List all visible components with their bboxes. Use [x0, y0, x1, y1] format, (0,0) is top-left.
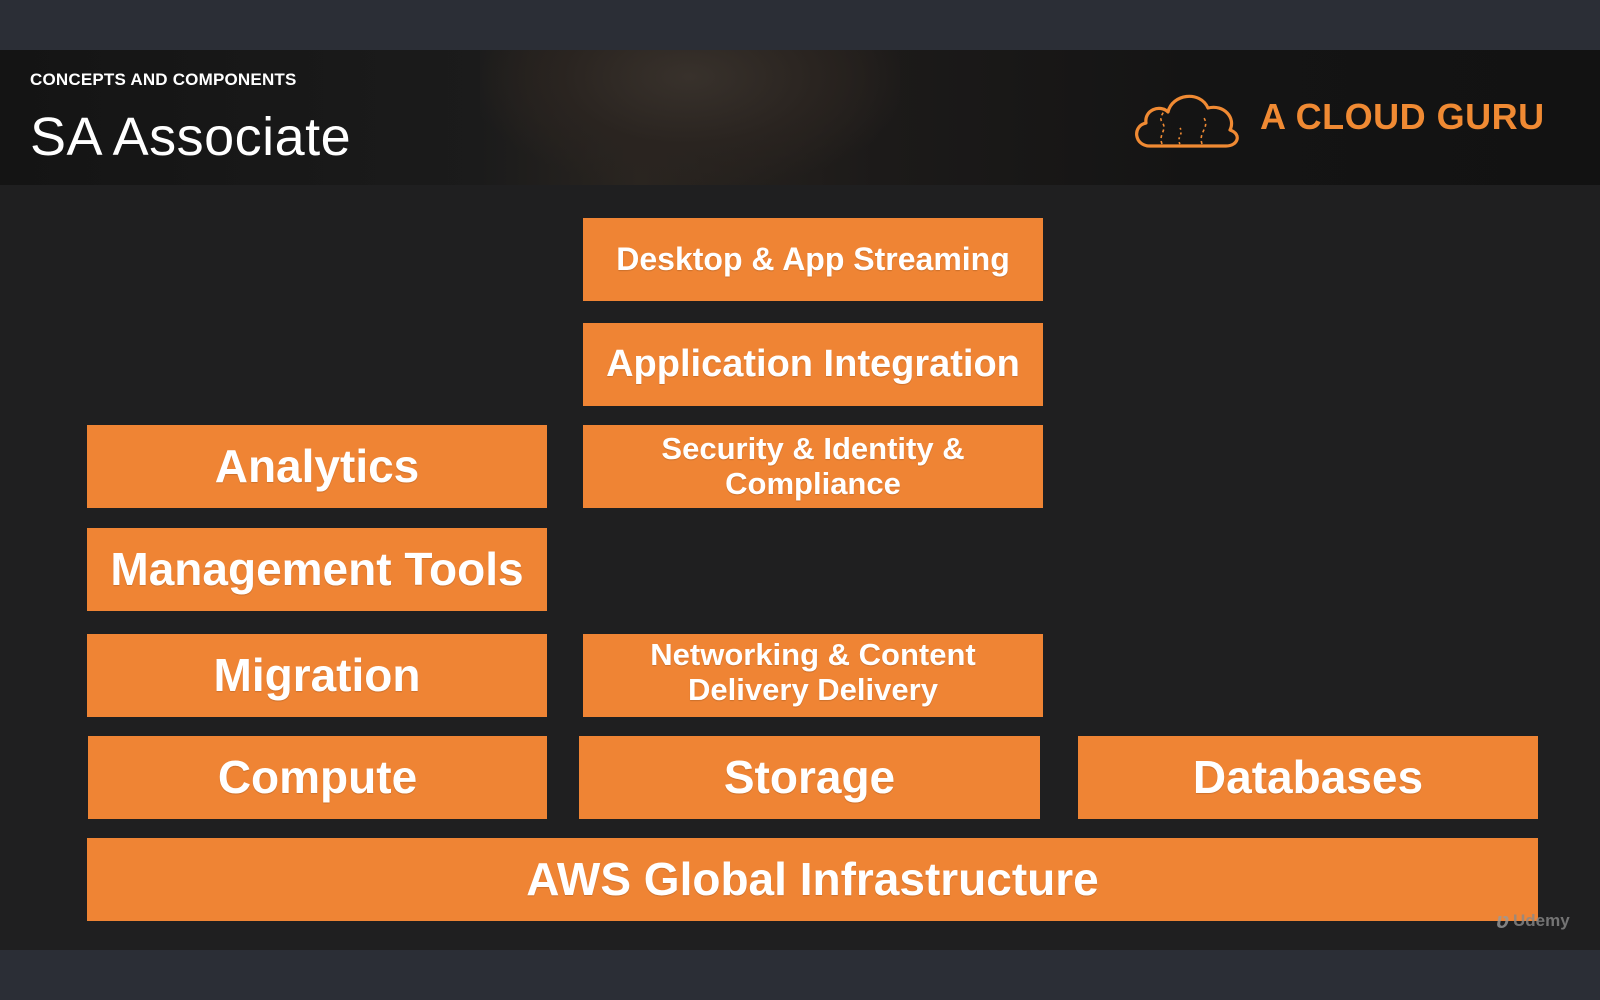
udemy-watermark: ʋ Udemy — [1496, 908, 1570, 934]
section-kicker: CONCEPTS AND COMPONENTS — [30, 70, 297, 90]
tile-migration: Migration — [87, 634, 547, 717]
logo-wordmark: A CLOUD GURU — [1260, 96, 1545, 138]
tile-storage: Storage — [579, 736, 1040, 819]
presenter-video-background — [480, 50, 900, 185]
tile-analytics: Analytics — [87, 425, 547, 508]
tile-management-tools: Management Tools — [87, 528, 547, 611]
video-letterbox-top — [0, 0, 1600, 50]
a-cloud-guru-logo: A CLOUD GURU — [1128, 80, 1548, 160]
tile-networking-content-delivery: Networking & Content Delivery Delivery — [583, 634, 1043, 717]
slide-title: SA Associate — [30, 106, 351, 168]
tile-security-identity-compliance: Security & Identity & Compliance — [583, 425, 1043, 508]
watermark-text: Udemy — [1513, 911, 1570, 931]
tile-desktop-app-streaming: Desktop & App Streaming — [583, 218, 1043, 301]
cloud-logo-icon — [1128, 80, 1246, 160]
udemy-logo-icon: ʋ — [1496, 908, 1509, 934]
tile-application-integration: Application Integration — [583, 323, 1043, 406]
video-letterbox-bottom — [0, 950, 1600, 1000]
tile-aws-global-infrastructure: AWS Global Infrastructure — [87, 838, 1538, 921]
slide: CONCEPTS AND COMPONENTS SA Associate A C… — [0, 50, 1600, 950]
tile-databases: Databases — [1078, 736, 1538, 819]
slide-header: CONCEPTS AND COMPONENTS SA Associate A C… — [0, 50, 1600, 185]
tile-compute: Compute — [88, 736, 547, 819]
